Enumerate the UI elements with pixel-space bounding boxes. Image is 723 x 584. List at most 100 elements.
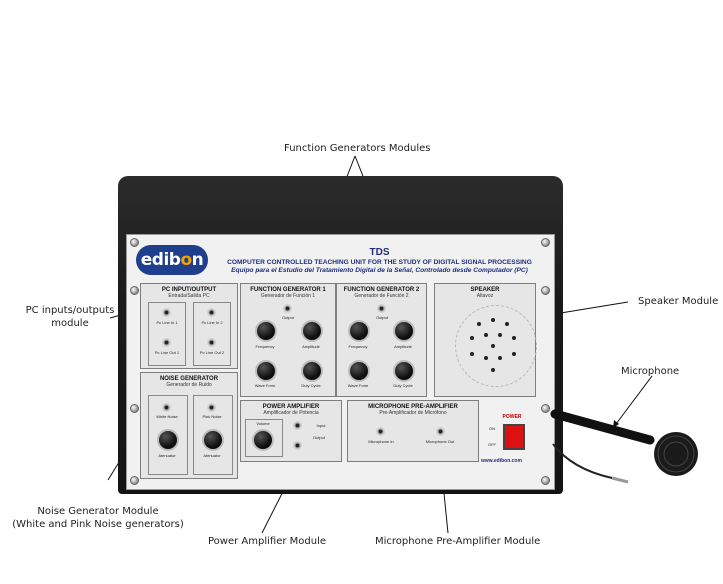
- power-amplifier-module: POWER AMPLIFIER Amplificador de Potencia…: [240, 400, 342, 462]
- callout-noise-line1: Noise Generator Module: [37, 506, 159, 517]
- function-generator-2-module: FUNCTION GENERATOR 2 Generador de Funció…: [336, 283, 427, 397]
- screw: [130, 404, 139, 413]
- fg1-wave-form-knob[interactable]: [255, 360, 277, 382]
- callout-microphone: Microphone: [621, 366, 680, 377]
- fg2-duty-cycle-label: Duty Cycle: [393, 383, 413, 388]
- speaker-hole: [484, 356, 488, 360]
- pc-line-in-1-label: Pc Line In 1: [156, 320, 178, 325]
- fg2-frequency-knob[interactable]: [348, 320, 370, 342]
- white-noise-jack[interactable]: [162, 403, 171, 412]
- noise-generator-module: NOISE GENERATOR Generador de Ruido White…: [140, 372, 238, 479]
- fg1-duty-cycle-label: Duty Cycle: [301, 383, 321, 388]
- microphone-out-jack[interactable]: [436, 427, 445, 436]
- fg1-amplitude-knob[interactable]: [301, 320, 323, 342]
- microphone-in-jack[interactable]: [376, 427, 385, 436]
- callout-pc-io-line2: module: [51, 318, 89, 329]
- screw: [130, 238, 139, 247]
- pc-io-subtitle: Entrada/Salida PC: [168, 293, 210, 299]
- fg2-output-jack[interactable]: [377, 304, 386, 313]
- pc-line-in-1-jack[interactable]: [162, 308, 171, 317]
- fg1-amplitude-label: Amplitude: [302, 344, 320, 349]
- speaker-hole: [470, 336, 474, 340]
- speaker-hole: [484, 333, 488, 337]
- speaker-hole: [477, 322, 481, 326]
- speaker-grille: [455, 305, 537, 387]
- volume-label: Volume: [256, 421, 270, 426]
- power-amp-input-jack[interactable]: [293, 421, 302, 430]
- screw: [541, 238, 550, 247]
- fg2-amplitude-label: Amplitude: [394, 344, 412, 349]
- callout-power-amplifier: Power Amplifier Module: [208, 536, 327, 547]
- screw: [541, 476, 550, 485]
- speaker-hole: [491, 318, 495, 322]
- callout-function-generators: Function Generators Modules: [284, 143, 431, 154]
- power-amp-output-jack[interactable]: [293, 441, 302, 450]
- fg2-wave-form-knob[interactable]: [348, 360, 370, 382]
- fg1-subtitle: Generador de Función 1: [260, 293, 316, 299]
- speaker-hole: [512, 336, 516, 340]
- power-off-label: OFF: [488, 442, 496, 447]
- mic-preamp-title: MICROPHONE PRE-AMPLIFIER: [368, 404, 458, 410]
- device-title-block: TDS COMPUTER CONTROLLED TEACHING UNIT FO…: [212, 247, 547, 274]
- power-amp-output-label: Output: [312, 435, 325, 440]
- speaker-title: SPEAKER: [470, 287, 500, 293]
- screw: [130, 476, 139, 485]
- microphone-out-label: Microphone Out: [425, 439, 455, 444]
- device-title-es: Equipo para el Estudio del Tratamiento D…: [231, 267, 528, 274]
- microphone-in-label: Microphone In: [368, 439, 394, 444]
- speaker-hole: [498, 356, 502, 360]
- white-noise-label: White Noise: [156, 414, 178, 419]
- noise-white-group: [148, 395, 188, 475]
- callout-noise-line2: (White and Pink Noise generators): [12, 519, 184, 530]
- fg1-frequency-knob[interactable]: [255, 320, 277, 342]
- pink-noise-attenuator-knob[interactable]: [202, 429, 224, 451]
- mic-preamp-module: MICROPHONE PRE-AMPLIFIER Pre-Amplificado…: [347, 400, 479, 462]
- screw: [541, 286, 550, 295]
- speaker-hole: [470, 352, 474, 356]
- power-amp-title: POWER AMPLIFIER: [262, 404, 320, 410]
- volume-knob[interactable]: [252, 429, 274, 451]
- pink-noise-jack[interactable]: [207, 403, 216, 412]
- edibon-url: www.edibon.com: [481, 458, 522, 464]
- pc-line-out-2-jack[interactable]: [207, 338, 216, 347]
- callout-noise-generator: Noise Generator Module (White and Pink N…: [8, 505, 188, 531]
- white-noise-attenuator-knob[interactable]: [157, 429, 179, 451]
- fg2-amplitude-knob[interactable]: [393, 320, 415, 342]
- pc-line-in-2-jack[interactable]: [207, 308, 216, 317]
- fg1-output-jack[interactable]: [283, 304, 292, 313]
- mic-preamp-subtitle: Pre-Amplificador de Micrófono: [379, 410, 447, 416]
- noise-subtitle: Generador de Ruido: [166, 382, 212, 388]
- callout-pc-io-line1: PC inputs/outputs: [25, 305, 115, 316]
- fg1-frequency-label: Frequency: [255, 344, 275, 349]
- speaker-hole: [498, 333, 502, 337]
- power-amp-subtitle: Amplificador de Potencia: [263, 410, 319, 416]
- fg1-duty-cycle-knob[interactable]: [301, 360, 323, 382]
- pc-line-out-1-jack[interactable]: [162, 338, 171, 347]
- fg1-output-label: Output: [281, 315, 294, 320]
- callout-speaker: Speaker Module: [638, 296, 719, 307]
- screw: [130, 286, 139, 295]
- fg2-wave-form-label: Wave Form: [347, 383, 369, 388]
- pink-noise-label: Pink Noise: [202, 414, 222, 419]
- white-attenuator-label: Atenuator: [158, 453, 176, 458]
- pc-io-title: PC INPUT/OUTPUT: [161, 287, 217, 293]
- device-title-en: COMPUTER CONTROLLED TEACHING UNIT FOR TH…: [227, 259, 532, 266]
- speaker-subtitle: Altavoz: [476, 293, 494, 299]
- fg2-frequency-label: Frequency: [348, 344, 368, 349]
- callout-mic-preamp: Microphone Pre-Amplifier Module: [375, 536, 541, 547]
- pc-line-out-2-label: Pc Line Out 2: [199, 350, 225, 355]
- volume-group: [245, 419, 283, 457]
- noise-pink-group: [193, 395, 233, 475]
- fg2-output-label: Output: [375, 315, 388, 320]
- pc-line-in-2-label: Pc Line In 2: [201, 320, 223, 325]
- fg1-wave-form-label: Wave Form: [254, 383, 276, 388]
- speaker-hole: [491, 344, 495, 348]
- speaker-hole: [491, 368, 495, 372]
- power-switch[interactable]: [503, 424, 525, 450]
- edibon-logo: edibon: [136, 245, 208, 275]
- fg2-duty-cycle-knob[interactable]: [393, 360, 415, 382]
- power-amp-input-label: Input: [316, 423, 326, 428]
- fg1-title: FUNCTION GENERATOR 1: [250, 287, 326, 293]
- speaker-hole: [512, 352, 516, 356]
- function-generator-1-module: FUNCTION GENERATOR 1 Generador de Funció…: [240, 283, 336, 397]
